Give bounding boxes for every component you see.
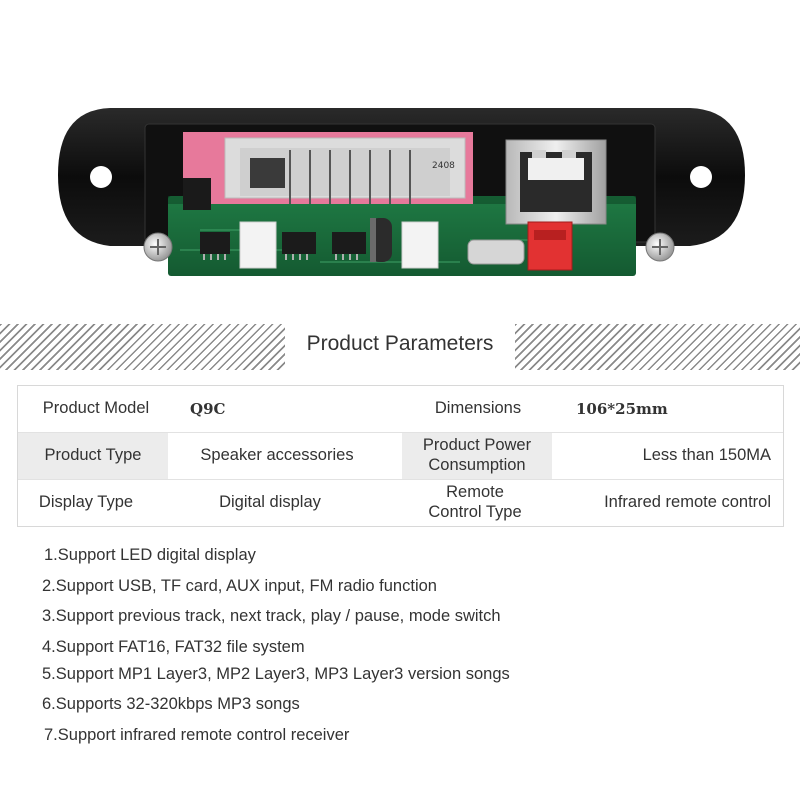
param-label: Dimensions (434, 399, 522, 418)
feature-item: 2.Support USB, TF card, AUX input, FM ra… (42, 577, 437, 595)
param-value: Q9C (190, 400, 226, 418)
feature-item: 5.Support MP1 Layer3, MP2 Layer3, MP3 La… (42, 665, 510, 683)
param-value: Digital display (219, 493, 321, 512)
pin-header (183, 178, 211, 210)
param-label: Remote Control Type (428, 483, 522, 521)
param-label: Product Model (42, 399, 150, 418)
param-value: Speaker accessories (200, 446, 354, 465)
board-marking: 2408 (432, 161, 455, 171)
mount-hole-left (90, 166, 112, 188)
section-header: Product Parameters (0, 318, 800, 376)
param-value: Less than 150MA (642, 446, 771, 465)
param-label: Product Type (18, 433, 168, 479)
usb-port (505, 139, 607, 225)
ic-chips (200, 232, 366, 260)
param-label: Display Type (38, 493, 134, 512)
parameters-table: Product Model Q9C Dimensions 106*25mm Pr… (17, 385, 784, 527)
feature-item: 4.Support FAT16, FAT32 file system (42, 638, 305, 656)
param-value: Infrared remote control (604, 493, 771, 512)
feature-item: 3.Support previous track, next track, pl… (42, 607, 501, 625)
hatch-decoration-right (515, 324, 800, 370)
product-photo: 2408 (58, 108, 745, 276)
connector-left (239, 221, 277, 269)
power-connector (527, 221, 573, 271)
capacitor (370, 218, 392, 262)
feature-item: 6.Supports 32-320kbps MP3 songs (42, 695, 300, 713)
mount-hole-right (690, 166, 712, 188)
section-title: Product Parameters (306, 332, 494, 355)
param-label: Product Power Consumption (402, 433, 552, 479)
hatch-decoration-left (0, 324, 285, 370)
param-value: 106*25mm (576, 400, 668, 418)
crystal (467, 239, 525, 265)
led-display: 2408 (183, 132, 473, 204)
feature-item: 1.Support LED digital display (44, 546, 256, 564)
connector-right (401, 221, 439, 269)
feature-item: 7.Support infrared remote control receiv… (44, 726, 350, 744)
